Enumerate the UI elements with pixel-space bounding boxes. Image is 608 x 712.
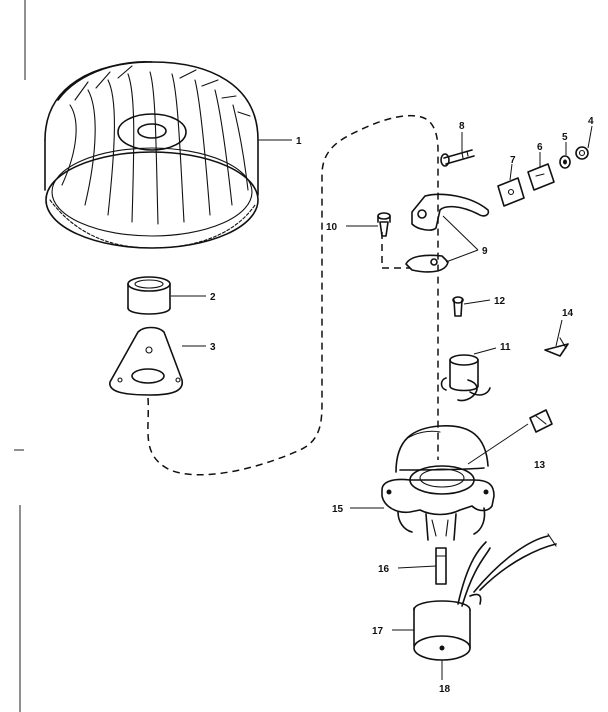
screw-8 (440, 149, 475, 167)
nut-4 (575, 146, 589, 160)
callout-3: 3 (210, 342, 216, 353)
block-6 (527, 163, 555, 191)
callout-13: 13 (534, 460, 546, 471)
cover-clip-13 (529, 409, 553, 433)
leader-lines (171, 125, 593, 680)
flywheel (44, 60, 259, 249)
screw-12 (452, 296, 464, 317)
callout-1: 1 (296, 136, 302, 147)
breaker-housing (381, 425, 495, 541)
callout-5: 5 (562, 132, 568, 143)
callout-10: 10 (326, 222, 338, 233)
assembly-path-spur (381, 232, 410, 269)
callout-2: 2 (210, 292, 216, 303)
clip-7 (497, 177, 525, 207)
callout-12: 12 (494, 296, 506, 307)
spring-clip-14 (544, 337, 569, 357)
callout-18: 18 (439, 684, 451, 695)
callout-4: 4 (588, 116, 594, 127)
screw-10 (377, 212, 391, 237)
callout-labels: 1 2 3 4 5 6 7 8 9 10 11 12 13 14 15 16 1… (210, 116, 594, 695)
washer-5 (559, 155, 571, 169)
condenser (440, 354, 491, 402)
callout-15: 15 (332, 504, 344, 515)
scan-artifacts (14, 0, 26, 712)
breaker-points (405, 193, 490, 273)
callout-17: 17 (372, 626, 384, 637)
callout-11: 11 (500, 342, 511, 353)
mounting-plate (109, 326, 184, 396)
sleeve (127, 276, 171, 315)
callout-7: 7 (510, 155, 516, 166)
callout-8: 8 (459, 121, 465, 132)
callout-14: 14 (562, 308, 574, 319)
callout-16: 16 (378, 564, 390, 575)
pin-18 (435, 547, 447, 585)
callout-6: 6 (537, 142, 543, 153)
assembly-path (147, 114, 439, 476)
callout-9: 9 (482, 246, 488, 257)
